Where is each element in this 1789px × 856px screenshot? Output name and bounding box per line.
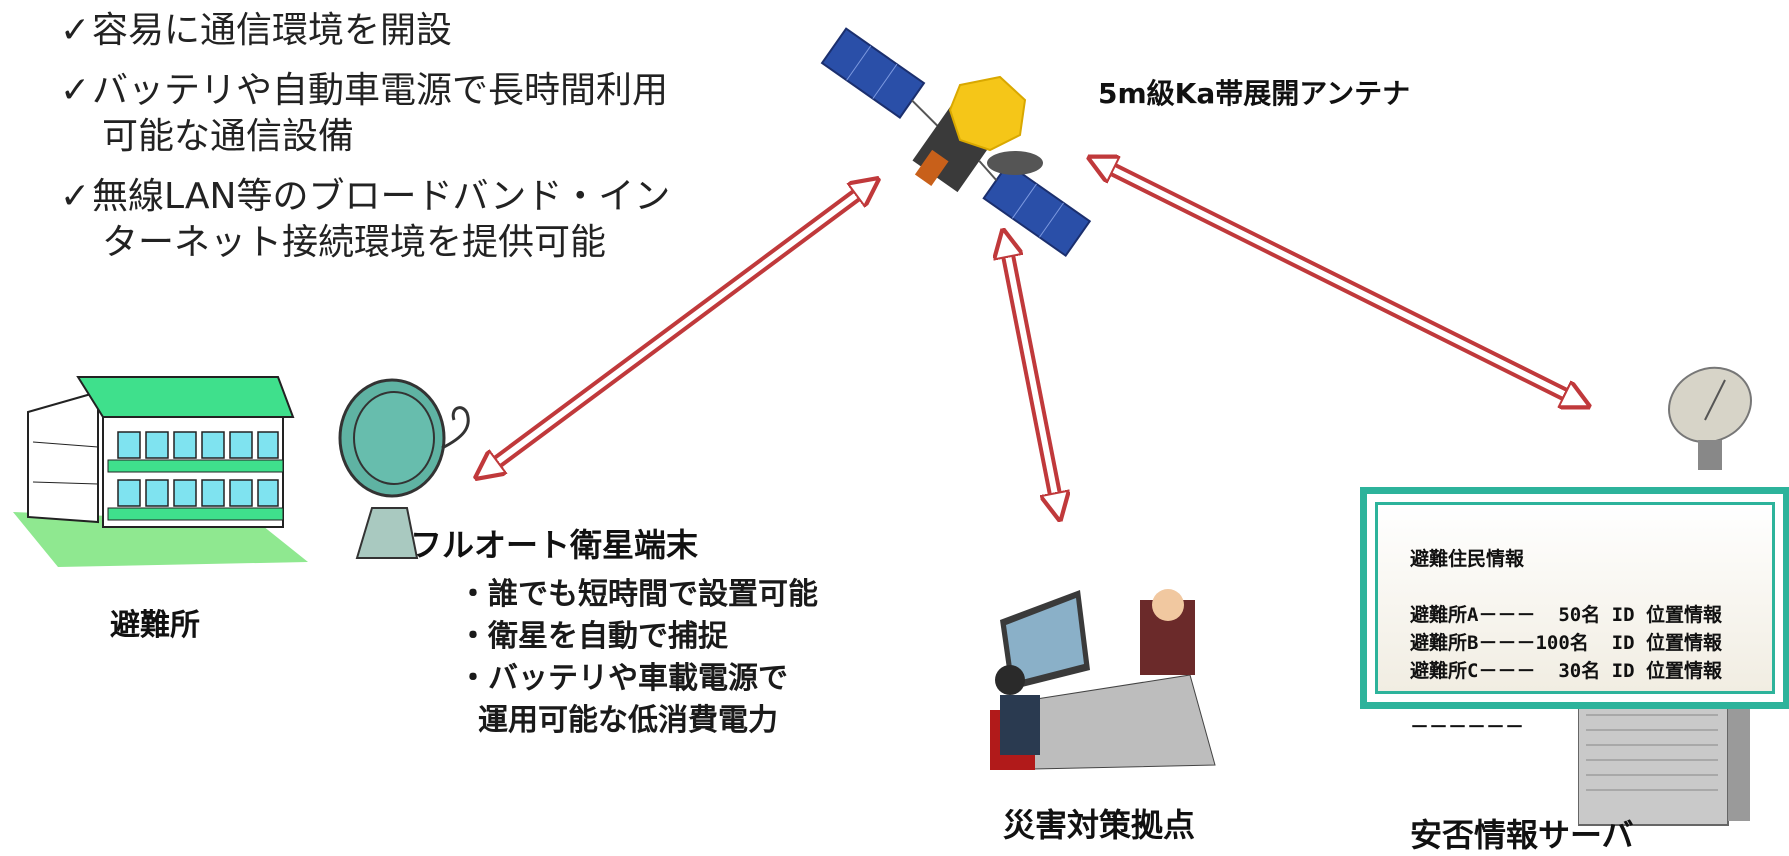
feature-text-continued: ターネット接続環境を提供可能 bbox=[102, 222, 607, 263]
screen-title: 避難住民情報 bbox=[1410, 548, 1525, 570]
feature-item: ✓容易に通信環境を開設 bbox=[60, 8, 670, 54]
screen-footer: －－－－－－ bbox=[1410, 716, 1525, 738]
check-icon: ✓ bbox=[60, 70, 91, 111]
feature-text-continued: 可能な通信設備 bbox=[102, 116, 355, 157]
feature-text: 無線LAN等のブロードバンド・イン bbox=[92, 176, 671, 217]
feature-item: ✓無線LAN等のブロードバンド・イン ターネット接続環境を提供可能 bbox=[60, 174, 670, 266]
satellite-dish-icon bbox=[338, 378, 470, 559]
screen-row: 避難所A－－－ 50名 ID 位置情報 bbox=[1410, 604, 1722, 626]
terminal-point: ・衛星を自動で捕捉 bbox=[458, 619, 728, 654]
meeting-icon bbox=[990, 580, 1220, 770]
screen-row: 避難所B－－－100名 ID 位置情報 bbox=[1410, 632, 1722, 654]
arrow-terminal-satellite bbox=[484, 185, 870, 472]
terminal-point-continued: 運用可能な低消費電力 bbox=[478, 703, 778, 738]
screen-content: 避難住民情報 避難所A－－－ 50名 ID 位置情報 避難所B－－－100名 I… bbox=[1410, 545, 1722, 741]
arrow-hq-satellite bbox=[1005, 240, 1058, 510]
building-icon bbox=[13, 376, 308, 567]
server-icon bbox=[1578, 695, 1750, 826]
server-screen: 避難住民情報 避難所A－－－ 50名 ID 位置情報 避難所B－－－100名 I… bbox=[1360, 487, 1789, 738]
terminal-point: ・バッテリや車載電源で bbox=[458, 661, 788, 696]
arrow-server-satellite bbox=[1098, 162, 1580, 402]
check-icon: ✓ bbox=[60, 176, 91, 217]
screen-row: 避難所C－－－ 30名 ID 位置情報 bbox=[1410, 660, 1722, 682]
server-label: 安否情報サーバ bbox=[1410, 816, 1634, 854]
terminal-description: ・誰でも短時間で設置可能 ・衛星を自動で捕捉 ・バッテリや車載電源で 運用可能な… bbox=[458, 574, 818, 742]
ground-antenna-icon bbox=[1668, 366, 1752, 470]
terminal-point: ・誰でも短時間で設置可能 bbox=[458, 577, 818, 612]
shelter-label: 避難所 bbox=[110, 608, 200, 643]
satellite-icon bbox=[820, 27, 1092, 258]
feature-text: バッテリや自動車電源で長時間利用 bbox=[92, 70, 669, 111]
antenna-label: 5m級Ka帯展開アンテナ bbox=[1098, 77, 1411, 110]
terminal-title: フルオート衛星端末 bbox=[410, 526, 699, 564]
feature-list: ✓容易に通信環境を開設 ✓バッテリや自動車電源で長時間利用 可能な通信設備 ✓無… bbox=[60, 8, 670, 280]
hq-label: 災害対策拠点 bbox=[1003, 806, 1196, 844]
check-icon: ✓ bbox=[60, 10, 91, 51]
feature-text: 容易に通信環境を開設 bbox=[92, 10, 453, 51]
screen-panel: 避難住民情報 避難所A－－－ 50名 ID 位置情報 避難所B－－－100名 I… bbox=[1375, 502, 1775, 738]
feature-item: ✓バッテリや自動車電源で長時間利用 可能な通信設備 bbox=[60, 68, 670, 160]
